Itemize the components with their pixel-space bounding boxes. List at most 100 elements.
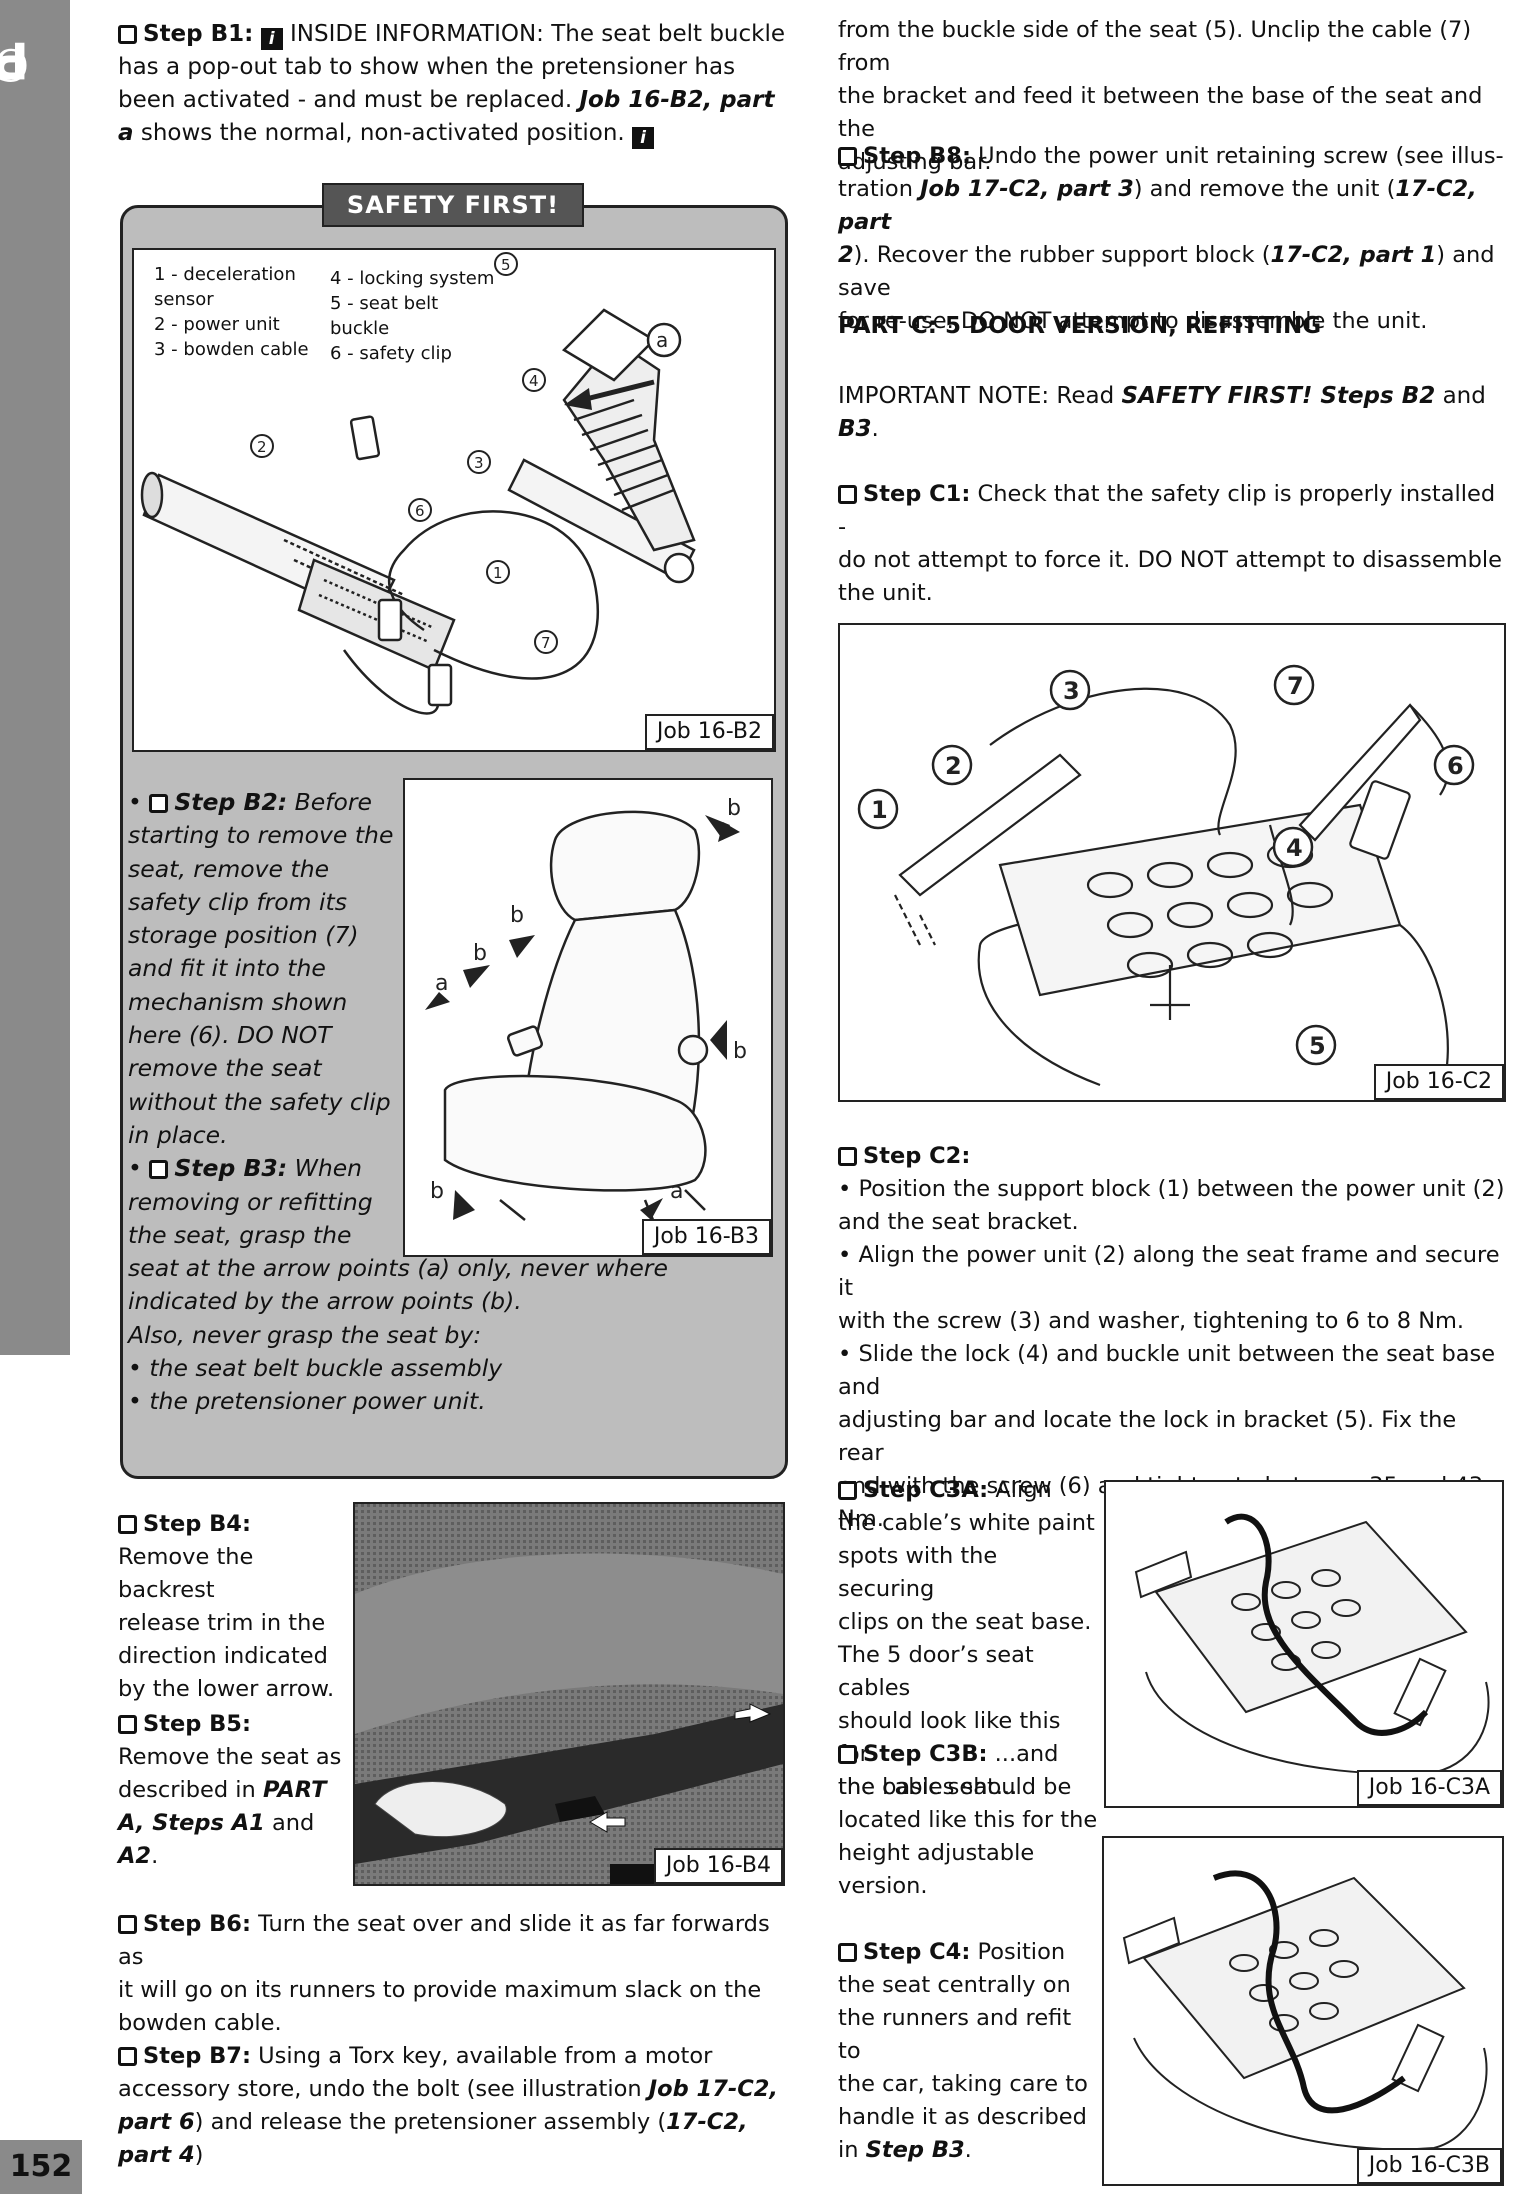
- step-text: in: [838, 2137, 859, 2163]
- step-label: Step B1:: [143, 21, 254, 47]
- callout-a: a: [656, 328, 668, 352]
- step-text: seat, remove the: [128, 854, 330, 883]
- legend-item: 4 - locking system: [330, 268, 495, 289]
- note-text: IMPORTANT NOTE: Read: [838, 383, 1115, 409]
- callout-5: 5: [1309, 1032, 1326, 1060]
- legend-item: 1 - deceleration: [154, 264, 296, 285]
- step-text: storage position (7): [128, 921, 359, 950]
- figure-legend: 1 - deceleration sensor 2 - power unit 3…: [154, 262, 309, 362]
- important-note: IMPORTANT NOTE: Read SAFETY FIRST! Steps…: [838, 380, 1498, 446]
- checkbox-icon[interactable]: [838, 485, 857, 504]
- checkbox-icon[interactable]: [838, 1147, 857, 1166]
- callout-b: b: [727, 796, 741, 821]
- page-number: 152: [0, 2140, 82, 2194]
- job-reference: Job 16-B2, part a: [118, 87, 775, 146]
- checkbox-icon[interactable]: [118, 1915, 137, 1934]
- callout-7: 7: [1287, 672, 1304, 700]
- checkbox-icon[interactable]: [149, 794, 169, 813]
- figure-job-16-b3: b b b a b b a Job 16-B3: [403, 778, 773, 1257]
- step-text: do not attempt to force it. DO NOT attem…: [838, 547, 1503, 573]
- step-text: the basic seat...: [838, 1774, 1018, 1800]
- figure-job-16-b4: Job 16-B4: [353, 1502, 785, 1886]
- seat-cable-adjustable-illustration: [1122, 1870, 1488, 2151]
- checkbox-icon[interactable]: [838, 1943, 857, 1962]
- callout-6: 6: [415, 502, 425, 520]
- step-text: Check that the safety clip is properly i…: [838, 481, 1496, 540]
- step-label: Step C4:: [863, 1939, 971, 1965]
- legend-item: buckle: [330, 318, 390, 339]
- step-text: version.: [838, 1873, 928, 1899]
- callout-2: 2: [257, 438, 267, 456]
- step-text: located like this for the: [838, 1807, 1098, 1833]
- step-text: .: [151, 1843, 159, 1869]
- step-text: ...and: [994, 1741, 1059, 1767]
- step-text: ) and release the pretensioner assembly …: [194, 2109, 667, 2135]
- step-text: and the seat bracket.: [838, 1209, 1079, 1235]
- step-text: the unit.: [838, 580, 933, 606]
- step-label: Step C3B:: [863, 1741, 988, 1767]
- step-text: • the seat belt buckle assembly: [128, 1354, 503, 1383]
- callout-2: 2: [945, 752, 962, 780]
- step-text: it will go on its runners to provide max…: [118, 1977, 762, 2003]
- step-reference: B3: [838, 416, 872, 442]
- step-text: ) and save: [838, 242, 1495, 301]
- step-text: in place.: [128, 1120, 228, 1149]
- step-text: height adjustable: [838, 1840, 1035, 1866]
- checkbox-icon[interactable]: [118, 1715, 137, 1734]
- step-text: .: [964, 2137, 972, 2163]
- figure-job-16-c3b: Job 16-C3B: [1102, 1836, 1504, 2186]
- step-text: Position: [977, 1939, 1066, 1965]
- job-reference: part 6: [118, 2109, 195, 2135]
- step-c2: Step C2: • Position the support block (1…: [838, 1140, 1508, 1536]
- step-text: the bracket and feed it between the base…: [838, 83, 1483, 142]
- step-text: seat at the arrow points (a) only, never…: [128, 1254, 668, 1283]
- chapter-side-band: [0, 0, 70, 1355]
- callout-b: b: [510, 903, 524, 928]
- figure-label: Job 16-B4: [653, 1848, 783, 1884]
- step-label: Step C2:: [863, 1143, 971, 1169]
- step-text: adjusting bar and locate the lock in bra…: [838, 1407, 1457, 1466]
- checkbox-icon[interactable]: [838, 1481, 857, 1500]
- info-icon: i: [632, 127, 655, 149]
- step-text: Also, never grasp the seat by:: [128, 1320, 482, 1349]
- seat-photo: [355, 1504, 783, 1884]
- step-text: the seat, grasp the: [128, 1220, 352, 1249]
- step-text: direction indicated: [118, 1643, 328, 1669]
- checkbox-icon[interactable]: [149, 1160, 169, 1180]
- figure-label: Job 16-C2: [1373, 1064, 1504, 1100]
- checkbox-icon[interactable]: [118, 1515, 137, 1534]
- figure-job-16-c3a: Job 16-C3A: [1104, 1480, 1504, 1808]
- step-label: Step B7:: [143, 2043, 251, 2069]
- step-text: ). Recover the rubber support block (: [853, 242, 1271, 268]
- step-label: Step B2:: [174, 788, 288, 816]
- step-text: clips on the seat base.: [838, 1609, 1092, 1635]
- step-text: Remove the seat as: [118, 1744, 342, 1770]
- step-c1: Step C1: Check that the safety clip is p…: [838, 478, 1508, 610]
- step-text: bowden cable.: [118, 2010, 282, 2036]
- figure-legend: 4 - locking system 5 - seat belt buckle …: [330, 266, 494, 366]
- step-b2: • Step B2: Before starting to remove the…: [128, 786, 668, 1419]
- job-reference: 17-C2, part 4: [118, 2109, 748, 2168]
- pretensioner-illustration: 5 a 4 3 2 6 1 7: [140, 252, 696, 715]
- step-b6: Step B6: Turn the seat over and slide it…: [118, 1908, 788, 2040]
- part-reference: A, Steps A1: [118, 1810, 265, 1836]
- job-reference: Job 17-C2,: [648, 2076, 778, 2102]
- seat-illustration: b b b a b b a: [425, 796, 747, 1226]
- checkbox-icon[interactable]: [838, 147, 857, 166]
- step-b7-continued: from the buckle side of the seat (5). Un…: [838, 14, 1508, 179]
- part-reference: PART: [262, 1777, 327, 1803]
- step-text: spots with the securing: [838, 1543, 998, 1602]
- step-label: Step B8:: [863, 143, 971, 169]
- callout-1: 1: [871, 796, 888, 824]
- checkbox-icon[interactable]: [838, 1745, 857, 1764]
- step-text: the cables should be: [838, 1774, 1072, 1800]
- callout-4: 4: [529, 372, 539, 390]
- step-text: handle it as described: [838, 2104, 1087, 2130]
- step-text: without the safety clip: [128, 1087, 391, 1116]
- step-text: removing or refitting: [128, 1187, 373, 1216]
- checkbox-icon[interactable]: [118, 25, 137, 44]
- callout-a: a: [435, 971, 448, 996]
- chapter-side-title: CHAPTER 6 PART I: BODY AND INTERIOR: [0, 0, 70, 1355]
- checkbox-icon[interactable]: [118, 2047, 137, 2066]
- step-label: Step C1:: [863, 481, 971, 507]
